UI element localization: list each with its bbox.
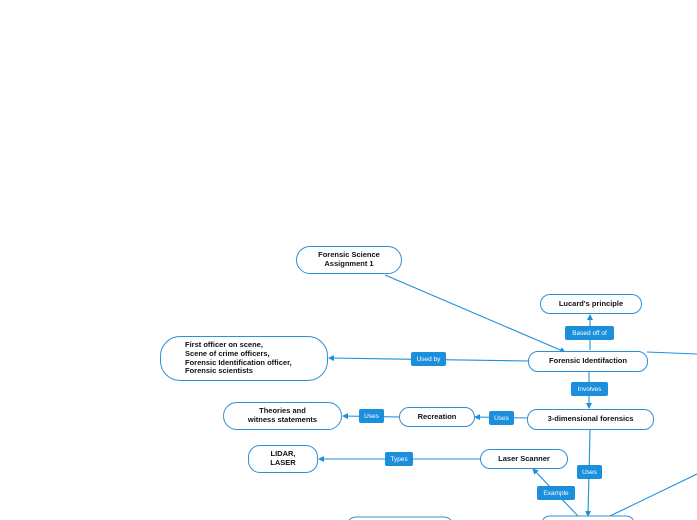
node-forensic-identification[interactable]: Forensic Identifaction xyxy=(528,351,648,372)
node-theories-statements[interactable]: Theories and witness statements xyxy=(223,402,342,430)
label-example: Example xyxy=(537,486,575,500)
partial-node-bottom-left xyxy=(348,516,452,520)
label-involves: Involves xyxy=(571,382,608,396)
label-uses-recreation: Uses xyxy=(489,411,514,425)
partial-node-bottom-right xyxy=(542,515,634,520)
node-recreation[interactable]: Recreation xyxy=(399,407,475,427)
label-uses-down: Uses xyxy=(577,465,602,479)
link-forensic-id-offscreen xyxy=(646,351,697,355)
label-uses-theories: Uses xyxy=(359,409,384,423)
node-forensic-science-assignment[interactable]: Forensic Science Assignment 1 xyxy=(296,246,402,274)
node-officers-list[interactable]: First officer on scene, Scene of crime o… xyxy=(160,336,328,381)
node-lucards-principle[interactable]: Lucard's principle xyxy=(540,294,642,314)
label-types: Types xyxy=(385,452,413,466)
label-used-by: Used by xyxy=(411,352,446,366)
link-bottom-offscreen xyxy=(609,473,697,517)
label-based-off-of: Based off of xyxy=(565,326,614,340)
node-laser-scanner[interactable]: Laser Scanner xyxy=(480,449,568,469)
node-lidar-laser[interactable]: LIDAR, LASER xyxy=(248,445,318,473)
link-root-to-forensic-id xyxy=(384,274,566,353)
node-3d-forensics[interactable]: 3-dimensional forensics xyxy=(527,409,654,430)
